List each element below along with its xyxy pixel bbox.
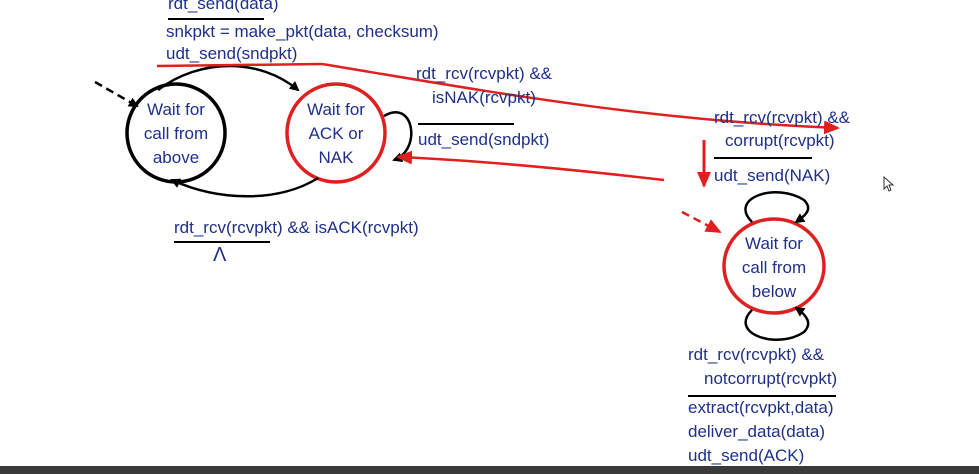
state-wait-below-text: Wait for call from below <box>741 234 807 301</box>
corrupt-event1-label: rdt_rcv(rcvpkt) && <box>714 108 851 127</box>
nak-action-label: udt_send(sndpkt) <box>418 130 550 149</box>
transition-send-arc <box>157 64 300 92</box>
send-action2-label: udt_send(sndpkt) <box>166 44 298 63</box>
ack-action-label: Λ <box>213 244 227 266</box>
ok-action1-label: extract(rcvpkt,data) <box>688 398 834 417</box>
nak-event1-label: rdt_rcv(rcvpkt) && <box>416 64 553 83</box>
ok-event2-label: notcorrupt(rcvpkt) <box>704 369 838 388</box>
state-wait-below-circle <box>722 217 826 315</box>
transition-ack-arc <box>170 176 319 198</box>
ok-action2-label: deliver_data(data) <box>688 422 826 441</box>
nak-event2-label: isNAK(rcvpkt) <box>432 88 536 107</box>
ok-action3-label: udt_send(ACK) <box>688 446 805 465</box>
ack-event-label: rdt_rcv(rcvpkt) && isACK(rcvpkt) <box>174 218 419 237</box>
receiver-top-selfloop <box>744 191 810 224</box>
corrupt-event2-label: corrupt(rcvpkt) <box>725 131 835 150</box>
transition-nak-selfloop <box>383 111 413 163</box>
sender-initial-arrow <box>94 80 139 108</box>
receiver-initial-arrow <box>681 210 722 234</box>
red-arrow-nak-back <box>396 150 665 182</box>
state-wait-ack-nak-circle <box>285 82 387 184</box>
bottom-taskbar-strip <box>0 466 979 474</box>
corrupt-action-label: udt_send(NAK) <box>714 166 831 185</box>
receiver-bottom-selfloop <box>744 306 810 341</box>
ok-event1-label: rdt_rcv(rcvpkt) && <box>688 345 825 364</box>
send-event-label: rdt_send(data) <box>168 0 279 13</box>
red-arrow-to-receiver <box>321 62 840 135</box>
mouse-cursor-icon <box>883 175 895 192</box>
send-action1-label: snkpkt = make_pkt(data, checksum) <box>166 22 439 41</box>
state-wait-above-text: Wait for call from above <box>143 100 209 167</box>
state-wait-ack-nak-text: Wait for ACK or NAK <box>307 100 365 167</box>
red-underline-udt-send <box>156 62 323 68</box>
